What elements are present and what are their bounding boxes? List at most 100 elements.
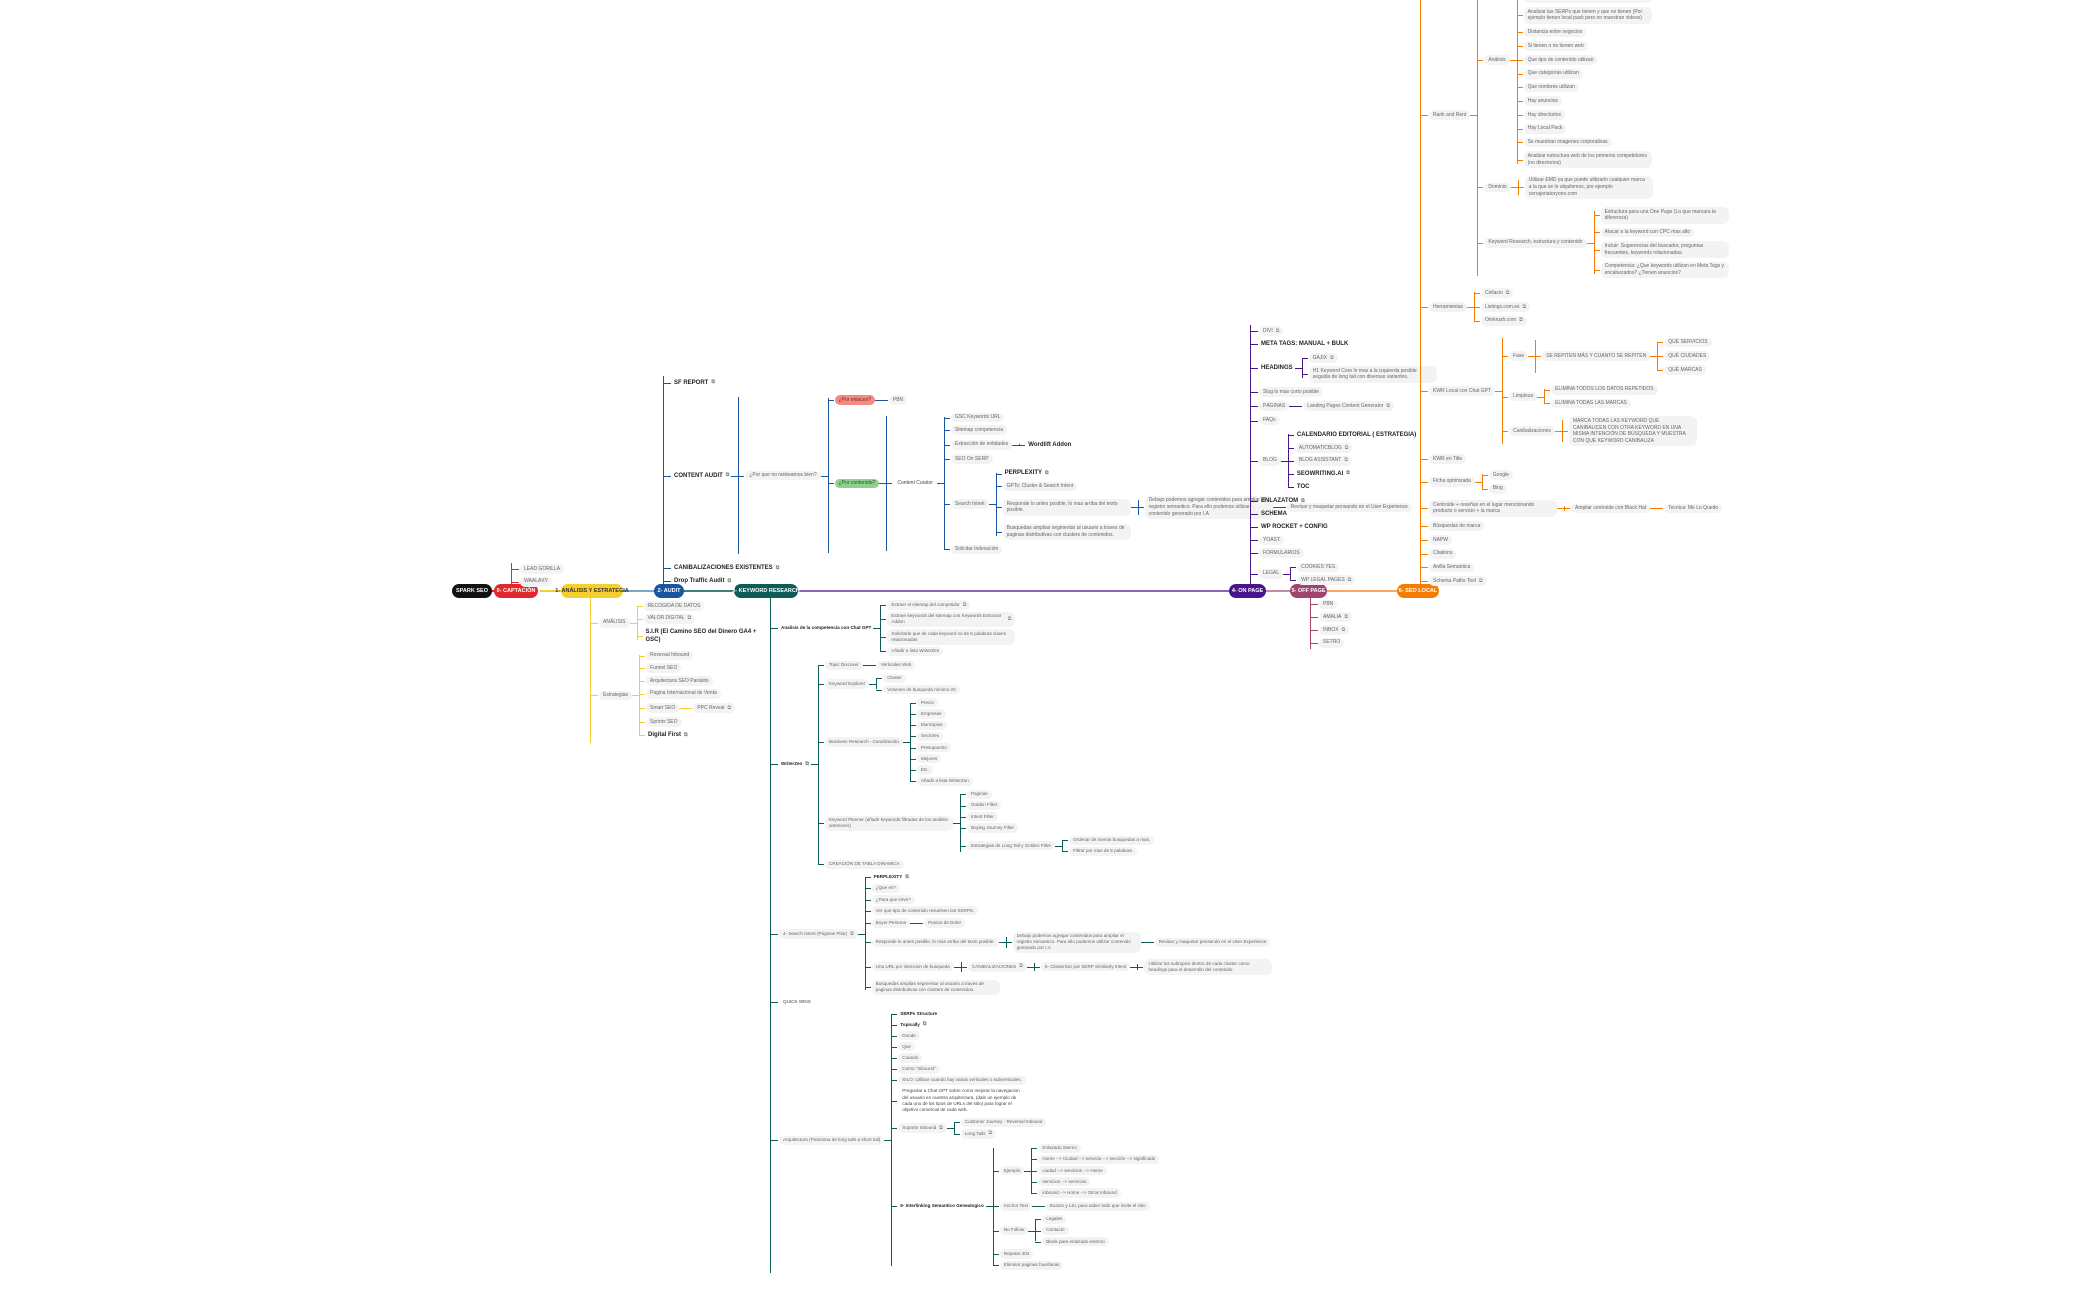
node-responde-lo-antes-posible-lo-mas[interactable]: Responde lo antes posible, lo mas arriba… — [1002, 499, 1131, 516]
node-incluir-sugerencias-del-buscador[interactable]: Incluir: Sugerencias del buscador, pregu… — [1600, 241, 1729, 258]
node-gajix[interactable]: GAJIX⧉ — [1308, 353, 1338, 364]
external-link-icon[interactable]: ⧉ — [711, 379, 715, 386]
node-perplexity[interactable]: PERPLEXITY⧉ — [1003, 468, 1051, 478]
node-una-url-por-intencion-de-busqued[interactable]: Una URL por intencion de busqueda — [871, 962, 954, 972]
node-analisis[interactable]: ANÁLISIS — [599, 617, 630, 628]
node-puntos-de-dolor[interactable]: Puntos de Dolor — [924, 918, 966, 928]
node-pagina-internacional-de-venta[interactable]: Pagina Internacional de Venta — [646, 688, 721, 699]
node-digital-first[interactable]: Digital First⧉ — [646, 730, 690, 740]
node-kwr-en-title[interactable]: KWR en Title — [1429, 454, 1467, 464]
node-schema-paths-tool[interactable]: Schema Paths Tool⧉ — [1429, 576, 1487, 586]
node-arquitectura-posiciona-de-long-t[interactable]: Arquitectura (Posiciona de long tails a … — [779, 1135, 885, 1145]
node-para-que-sirve[interactable]: ¿Para que sirve? — [871, 895, 915, 905]
external-link-icon[interactable]: ⧉ — [1522, 303, 1527, 310]
node-seo-on-serp[interactable]: SEO On SERP — [950, 454, 993, 464]
node-cluster[interactable]: Cluster — [883, 673, 906, 684]
node-content-audit[interactable]: CONTENT AUDIT⧉ — [672, 471, 731, 481]
main-node-on-page[interactable]: 4- ON PAGE — [1229, 584, 1266, 598]
node-elimina-todas-las-marcas[interactable]: ELIMINA TODAS LAS MARCAS — [1551, 398, 1631, 409]
node-por-enlaces[interactable]: ¿Por enlaces? — [834, 395, 875, 406]
node-utilizar-emd-ya-que-puede-utiliz[interactable]: Utilizar EMD ya que puede utilizarlo cua… — [1524, 175, 1653, 199]
node-silo-utilizar-cuando-hay-varias-[interactable]: SILO: Utilizar cuando hay varias vertica… — [898, 1075, 1026, 1085]
node-kwr-local-con-chat-gpt[interactable]: KWR Local con Chat GPT — [1429, 386, 1496, 396]
node-content-curator[interactable]: Content Curator — [893, 479, 937, 489]
node-pbn[interactable]: PBN — [1319, 599, 1338, 610]
node-debajo-podemos-agregar-contenido[interactable]: Debajo podemos agregar contenidos para a… — [1012, 931, 1141, 954]
node-enlazado-interno[interactable]: Enlazado interno — [1038, 1143, 1081, 1153]
external-link-icon[interactable]: ⧉ — [1479, 577, 1483, 584]
node-si-tienen-o-no-tienen-web[interactable]: Si tienen o no tienen web — [1523, 41, 1588, 51]
node-9-interlinking-semantico-genealo[interactable]: 9- Interlinking Semantico Genealogico — [898, 1202, 985, 1210]
node-5-clusterizar-por-serp-similarit[interactable]: 5- Clusterizar por SERP Similarity Inten… — [1040, 962, 1131, 972]
node-perplexity[interactable]: PERPLEXITY⧉ — [872, 873, 911, 882]
node-que-tipo-de-contenido-utilizan[interactable]: Que tipo de contenido utilizan — [1523, 55, 1598, 65]
node-inbound-home-otros-inbound[interactable]: inbound --> Home --> Otros Inbound — [1038, 1188, 1121, 1198]
node-busquedas-de-marca[interactable]: Búsquedas de marca — [1429, 521, 1485, 531]
node-paginas[interactable]: Paginas — [966, 789, 992, 799]
node-como-inbound[interactable]: Como "Inbound" — [898, 1064, 940, 1074]
node-seowriting-ai[interactable]: SEOWRITING.AI⧉ — [1295, 469, 1352, 479]
node-por-que-no-rankeamos-bien[interactable]: ¿Por que no rankeamos bien? — [745, 470, 821, 481]
node-valor-digital[interactable]: VALOR DIGITAL⧉ — [643, 613, 696, 624]
node-keyword-explorer[interactable]: Keyword Explorer — [824, 679, 870, 689]
node-dominio[interactable]: Dominio — [1484, 182, 1511, 193]
node-donde[interactable]: Donde — [898, 1031, 920, 1041]
node-wp-legal-pages[interactable]: WP LEGAL PAGES⧉ — [1297, 575, 1356, 585]
node-busquedas-amplias-segmentar-al-u[interactable]: Busquedas amplias segmentar al usuario a… — [1002, 523, 1131, 541]
node-solicitar-indexacion[interactable]: Solicitar Indexación — [950, 544, 1003, 555]
node-topically[interactable]: Topically⧉ — [898, 1020, 928, 1029]
node-que-marcas[interactable]: QUÉ MARCAS — [1664, 365, 1706, 375]
node-extraccion-de-entidades[interactable]: Extracción de entidades — [950, 439, 1013, 450]
node-que-categorias-utilizan[interactable]: Que categorías utilizan — [1523, 68, 1583, 79]
node-anadir-a-lista-writerzen[interactable]: Añadir a lista WriterZen — [916, 776, 973, 786]
node-se-repiten-mas-y-cuanto-se-repit[interactable]: SE REPITEN MÁS Y CUANTO SE REPITEN — [1542, 351, 1651, 361]
node-competencia-que-keywords-utiliza[interactable]: Competencia: ¿Que keywords utilizan en M… — [1600, 261, 1729, 279]
node-contacto[interactable]: Contacto — [1042, 1225, 1069, 1236]
node-calendario-editorial-estrategia[interactable]: CALENDARIO EDITORIAL ( ESTRATEGIA) — [1295, 430, 1418, 440]
node-extraer-el-sitemap-del-competido[interactable]: Extraer el sitemap del competidor⧉ — [887, 600, 971, 610]
node-precio[interactable]: Precio — [916, 698, 938, 708]
node-eliminar-paginas-huerfanas[interactable]: Eliminar paginas huerfanas — [999, 1260, 1064, 1270]
node-ciudad-servicios-home[interactable]: ciudad --> servicios --> Home — [1038, 1166, 1107, 1176]
node-serps-structure[interactable]: SERPs Structure — [898, 1010, 939, 1018]
node-reparar-404[interactable]: Reparar 404 — [999, 1249, 1034, 1259]
node-analisis-de-la-competencia-con-c[interactable]: Analisis de la competencia con Chat GPT — [779, 624, 873, 632]
node-ver-que-tipo-de-contenido-resuel[interactable]: Ver que tipo de contenido resuelven las … — [871, 906, 979, 916]
node-canibalizaciones-existentes[interactable]: CANIBALIZACIONES EXISTENTES⧉ — [672, 563, 781, 573]
node-paginas[interactable]: PÁGINAS — [1259, 401, 1290, 412]
main-node-analisis-estrategia[interactable]: 1- ANÁLISIS Y ESTRATEGIA — [555, 584, 629, 598]
node-fase[interactable]: Fase — [1509, 351, 1529, 361]
node-wordlift-addon[interactable]: Wordlift Addon — [1026, 440, 1073, 450]
node-estrategias-de-long-tail-y-golde[interactable]: Estrategias de Long Tail y Golden Filter — [966, 841, 1056, 851]
node-que-servicios[interactable]: QUÉ SERVICIOS — [1664, 337, 1712, 348]
node-responde-lo-antes-posible-lo-mas[interactable]: Responde lo antes posible, lo mas arriba… — [871, 937, 999, 947]
node-google[interactable]: Google — [1488, 470, 1513, 480]
node-municipios[interactable]: Municipios — [916, 720, 947, 730]
external-link-icon[interactable]: ⧉ — [962, 601, 967, 608]
node-analizar-estructura-web-de-los-p[interactable]: Analizar estructura web de los primeros … — [1523, 151, 1652, 168]
node-anilla-semantica[interactable]: Anilla Semantica — [1429, 562, 1475, 573]
node-herramientas[interactable]: Herramientas — [1429, 302, 1468, 312]
node-debajo-podemos-agregar-contenido[interactable]: Debajo podemos agregar contenidos para a… — [1144, 495, 1273, 520]
node-centroide-resenas-en-el-lugar-me[interactable]: Centroide + reseñas en el lugar menciona… — [1429, 500, 1557, 517]
external-link-icon[interactable]: ⧉ — [939, 1124, 943, 1131]
node-no-follow[interactable]: No Follow — [999, 1225, 1029, 1236]
node-s-i-r-el-camino-seo-del-dinero-g[interactable]: S.I.R (El Camino SEO del Dinero GA4 + GS… — [644, 627, 768, 645]
node-setro[interactable]: SETRO — [1319, 637, 1345, 648]
external-link-icon[interactable]: ⧉ — [1019, 963, 1023, 970]
node-meta-tags-manual-bulk[interactable]: META TAGS: MANUAL + BULK — [1259, 339, 1350, 349]
node-exacto-y-lsi-para-saber-todo-que[interactable]: Exacto y LSI, para saber todo que insite… — [1045, 1201, 1150, 1211]
node-gsc-keywords-url[interactable]: GSC Keywords URL — [950, 412, 1005, 423]
node-gpts-cluster-search-intent[interactable]: GPTs: Cluster & Search Intent — [1002, 481, 1078, 492]
node-napw[interactable]: NAPW — [1429, 535, 1452, 545]
node-sectores[interactable]: Sectores — [916, 731, 944, 741]
main-node-keyword-research[interactable]: 3- KEYWORD RESEARCH — [732, 584, 800, 598]
node-extraer-keywords-del-sitemap-con[interactable]: Extraer keywords del sitemap con Keyword… — [887, 611, 1016, 628]
node-golden-filter[interactable]: Golden Filter — [966, 800, 1002, 811]
node-por-contenido[interactable]: ¿Por contenido? — [834, 478, 880, 489]
node-wp-rocket-config[interactable]: WP ROCKET + CONFIG — [1259, 522, 1330, 532]
external-link-icon[interactable]: ⧉ — [1275, 327, 1280, 334]
node-h1-keyword-core-lo-mas-a-la-izqu[interactable]: H1 Keyword Core lo mas a la izquierda po… — [1308, 366, 1437, 383]
node-mejores[interactable]: Mejores — [916, 754, 942, 764]
external-link-icon[interactable]: ⧉ — [1519, 317, 1523, 324]
